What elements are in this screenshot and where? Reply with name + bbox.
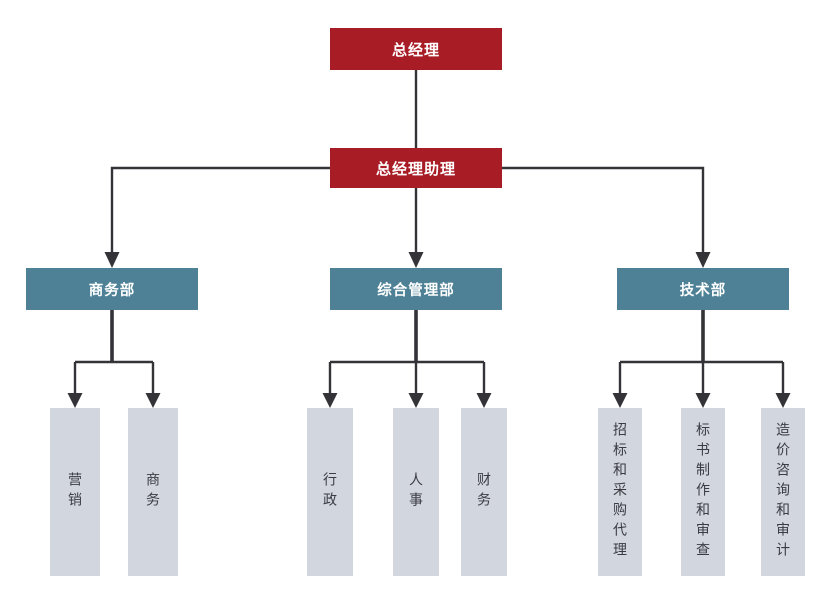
node-team-cost-consulting-audit: 造价咨询和审计 [761,408,805,576]
node-team-administration: 行政 [307,408,353,576]
node-general-manager-assistant: 总经理助理 [330,148,502,188]
node-general-manager: 总经理 [330,28,502,70]
node-dept-technology: 技术部 [617,268,789,310]
connector-assistant-dept2 [408,188,424,268]
node-team-finance: 财务 [461,408,507,576]
node-dept-business: 商务部 [26,268,198,310]
node-dept-general-management: 综合管理部 [330,268,502,310]
connector-assistant-dept1 [104,166,330,268]
connector-dept1-teams [67,310,161,408]
node-team-bidding-procurement-agency: 招标和采购代理 [598,408,642,576]
node-team-hr: 人事 [393,408,439,576]
node-team-marketing: 营销 [50,408,100,576]
node-team-commerce: 商务 [128,408,178,576]
connector-assistant-dept3 [502,166,711,268]
connector-dept2-teams [322,310,492,408]
node-team-bid-preparation-review: 标书制作和审查 [681,408,725,576]
connector-dept3-teams [612,310,791,408]
